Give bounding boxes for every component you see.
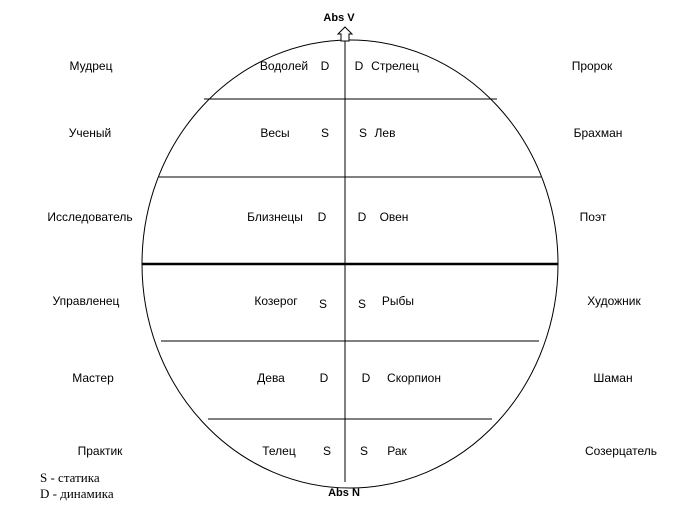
axis-arrow-icon xyxy=(336,26,354,42)
right-outer-label: Брахман xyxy=(574,126,623,140)
left-outer-label: Мудрец xyxy=(70,59,113,73)
right-sign-label: Стрелец xyxy=(371,59,419,73)
left-type-label: D xyxy=(318,210,327,224)
right-type-label: D xyxy=(358,210,367,224)
axis-label-top: Abs V xyxy=(323,12,355,24)
left-sign-label: Весы xyxy=(260,126,289,140)
right-sign-label: Скорпион xyxy=(387,371,441,385)
left-outer-label: Ученый xyxy=(69,126,112,140)
right-type-label: S xyxy=(358,297,366,311)
right-sign-label: Рыбы xyxy=(382,294,414,308)
left-type-label: S xyxy=(319,297,327,311)
right-outer-label: Шаман xyxy=(593,371,632,385)
right-outer-label: Созерцатель xyxy=(585,444,657,458)
right-outer-label: Поэт xyxy=(580,210,607,224)
right-outer-label: Художник xyxy=(587,294,641,308)
left-type-label: S xyxy=(321,126,329,140)
left-sign-label: Водолей xyxy=(260,59,308,73)
right-sign-label: Рак xyxy=(387,444,407,458)
left-sign-label: Телец xyxy=(262,444,296,458)
legend-dynamic: D - динамика xyxy=(40,486,114,501)
legend-static: S - статика xyxy=(40,470,100,485)
left-sign-label: Козерог xyxy=(254,294,298,308)
left-type-label: S xyxy=(323,444,331,458)
right-sign-label: Лев xyxy=(375,126,396,140)
legend: S - статика D - динамика xyxy=(40,470,114,502)
left-type-label: D xyxy=(320,371,329,385)
right-type-label: S xyxy=(359,126,367,140)
axis-label-bottom: Abs N xyxy=(328,487,360,499)
left-outer-label: Мастер xyxy=(72,371,114,385)
left-outer-label: Исследователь xyxy=(47,210,132,224)
right-outer-label: Пророк xyxy=(572,59,613,73)
left-sign-label: Дева xyxy=(257,371,285,385)
right-type-label: S xyxy=(360,444,368,458)
right-type-label: D xyxy=(355,59,364,73)
left-outer-label: Управленец xyxy=(53,294,120,308)
left-type-label: D xyxy=(321,59,330,73)
left-outer-label: Практик xyxy=(78,444,124,458)
left-sign-label: Близнецы xyxy=(247,210,303,224)
right-type-label: D xyxy=(362,371,371,385)
right-sign-label: Овен xyxy=(380,210,409,224)
